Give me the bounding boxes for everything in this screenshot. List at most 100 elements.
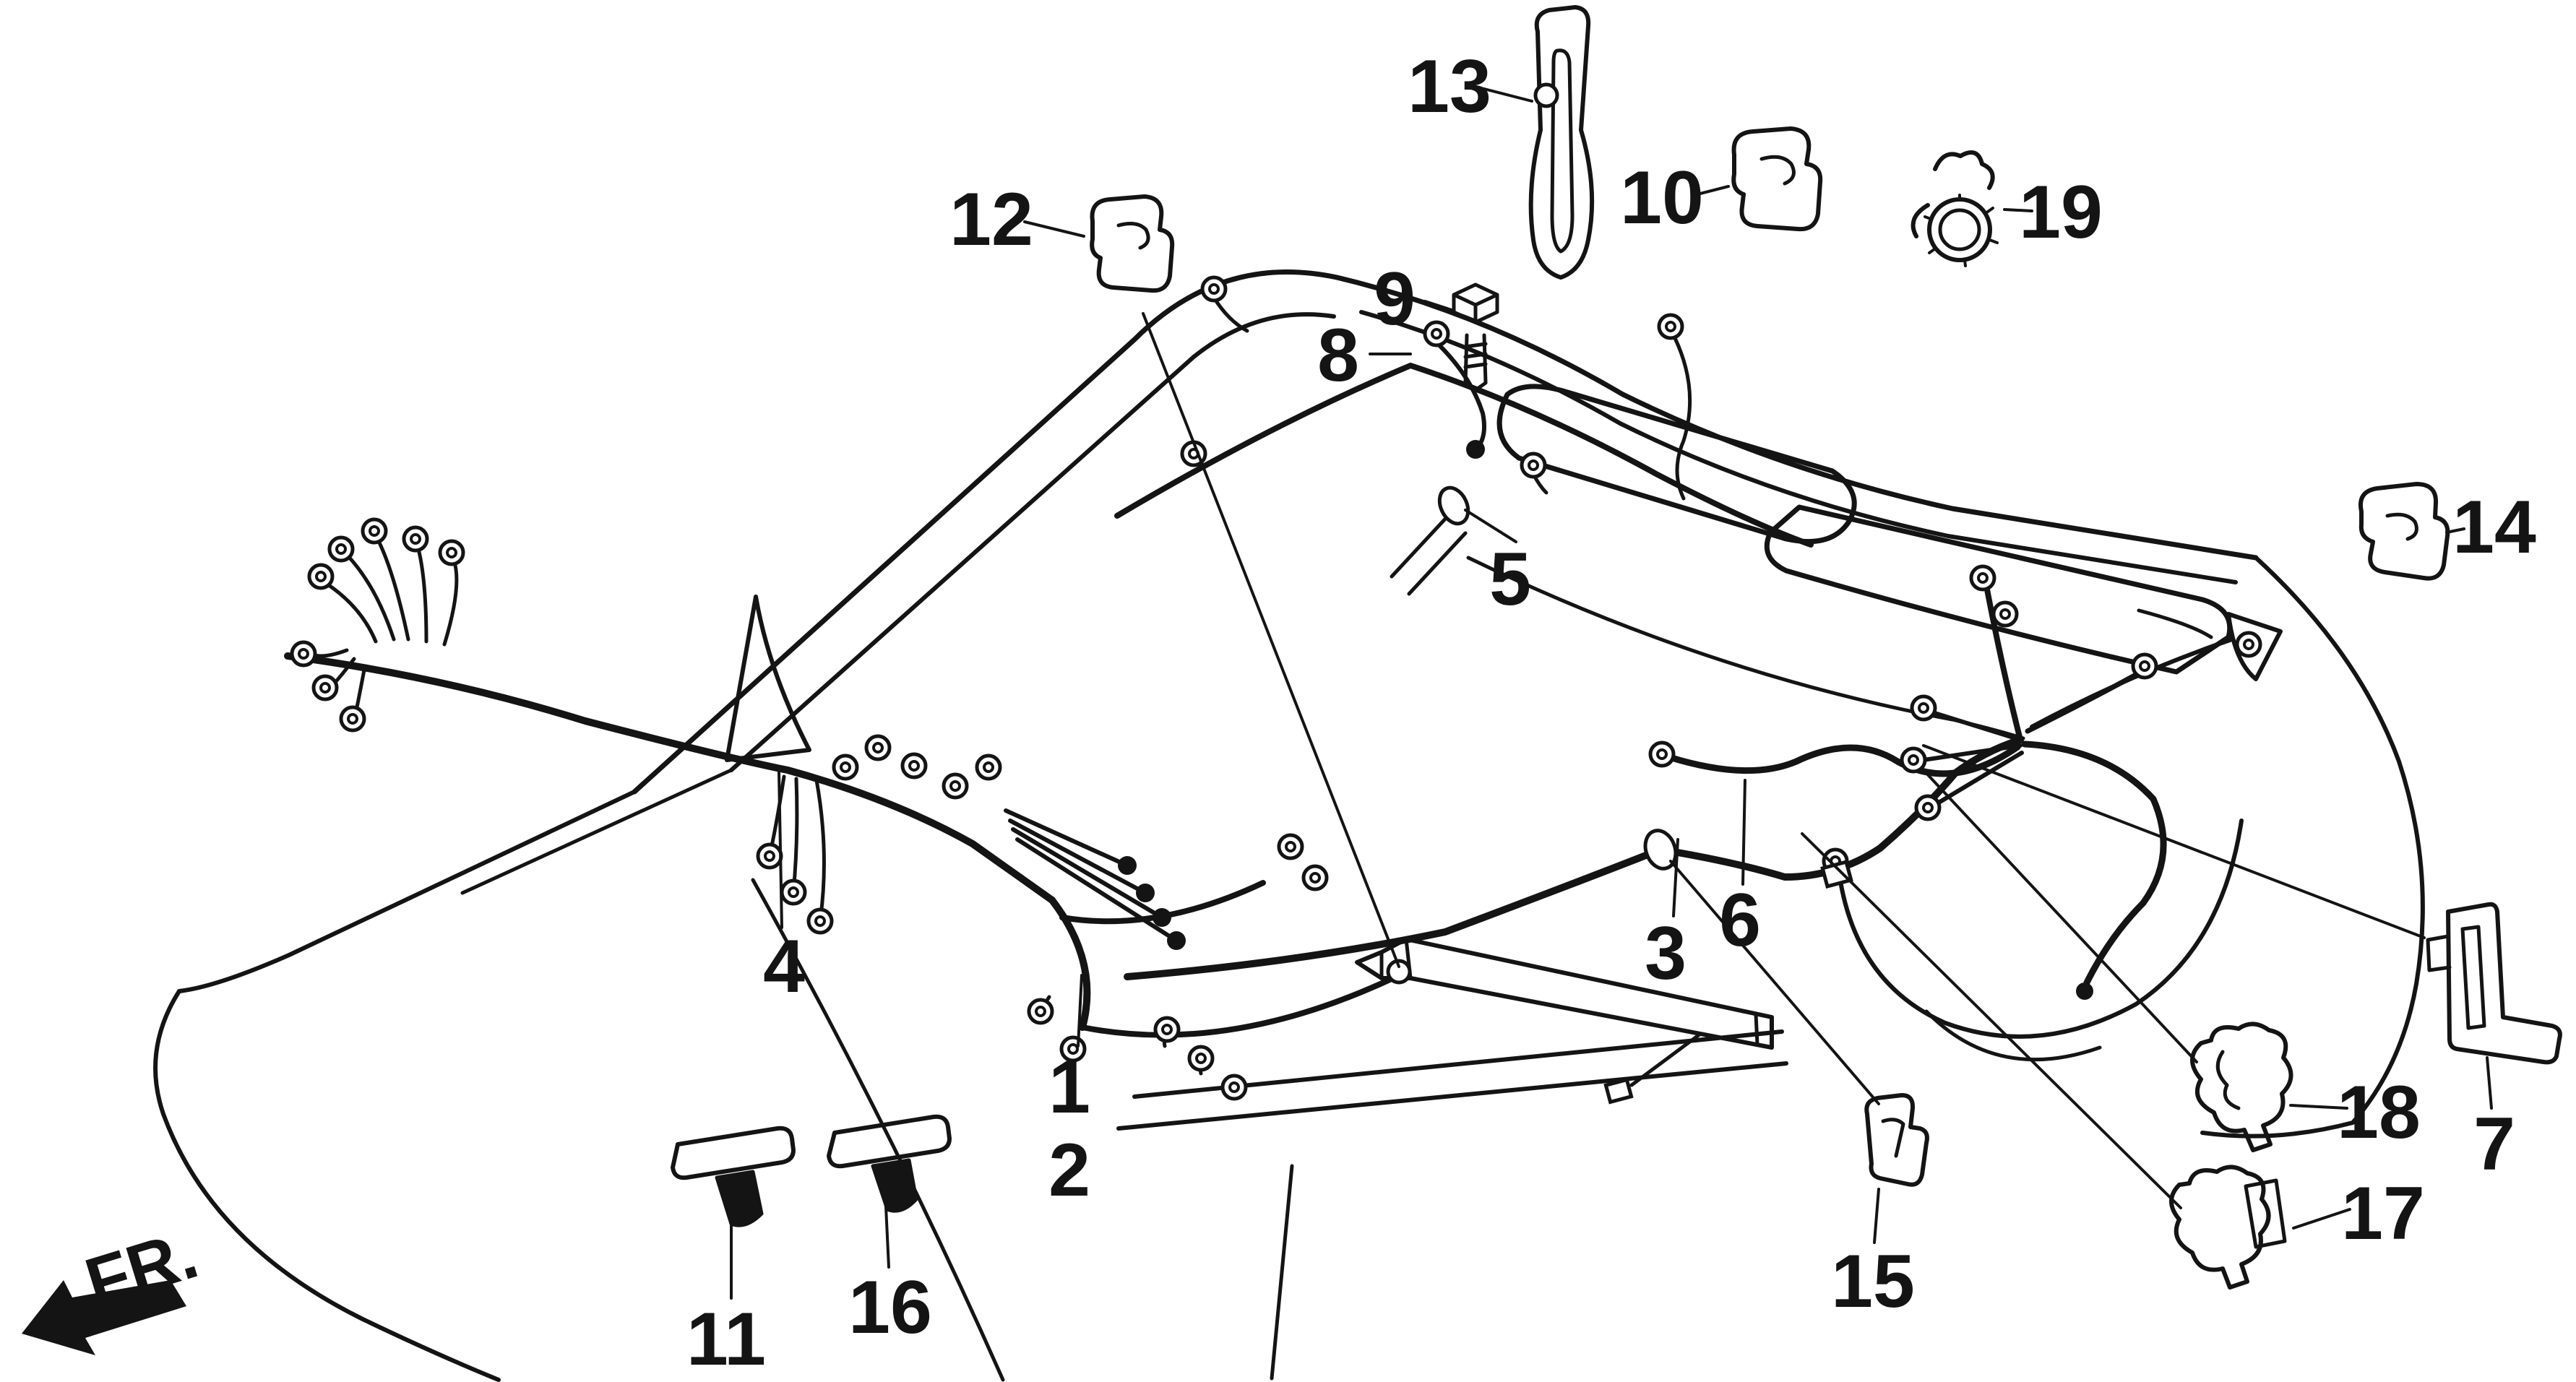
leader-line-18 xyxy=(1921,767,2198,1063)
part18-clamp-inner xyxy=(2215,1050,2241,1110)
connector-ring-icon xyxy=(1991,600,2019,628)
connector-dot-icon xyxy=(2076,982,2093,1000)
connector-ring-icon xyxy=(361,517,388,545)
connector-ring-icon xyxy=(290,640,317,668)
harness4-stem xyxy=(375,536,410,642)
connector-ring-inner-icon xyxy=(315,571,327,582)
connector-ring-icon xyxy=(1187,1045,1215,1072)
leader-line-17 xyxy=(2292,1208,2351,1230)
connector-ring-inner-icon xyxy=(788,886,799,898)
callout-label-19: 19 xyxy=(2019,170,2103,254)
leader-line-16 xyxy=(884,1205,890,1269)
connector-dot-icon xyxy=(1167,931,1186,950)
cowl-line xyxy=(460,768,733,895)
connector-ring-icon xyxy=(1027,998,1054,1025)
leader-line-4 xyxy=(777,770,783,929)
part13-strap-outer xyxy=(1528,5,1595,280)
sunroof-drain-line-a xyxy=(1390,514,1450,579)
connector-ring-inner-icon xyxy=(298,648,309,660)
harness4-main xyxy=(284,652,1056,904)
connector-dot-icon xyxy=(1466,440,1485,459)
connector-ring-icon xyxy=(307,563,335,590)
rocker-line-b xyxy=(1116,1061,1788,1131)
connector-square-icon xyxy=(1820,859,1853,889)
connector-ring-icon xyxy=(864,734,892,761)
leader-line-15 xyxy=(1873,1188,1880,1244)
sunroof-drain-line-b xyxy=(1407,531,1468,596)
callout-label-8: 8 xyxy=(1317,314,1359,397)
part19-grommet-outer xyxy=(1927,197,1992,262)
connector-ring-inner-icon xyxy=(1161,1024,1173,1035)
connector-ring-inner-icon xyxy=(1922,802,1934,813)
harness4-stem xyxy=(324,582,378,644)
connector-ring-inner-icon xyxy=(1035,1006,1046,1017)
harness4-stem xyxy=(310,648,349,658)
part19-tab xyxy=(1911,203,1930,238)
eyelet-icon xyxy=(1437,485,1470,526)
connector-square-icon xyxy=(1603,1077,1634,1105)
connector-ring-inner-icon xyxy=(347,713,358,725)
callout-label-11: 11 xyxy=(686,1297,766,1381)
leader-line-7 xyxy=(1922,744,2426,939)
connector-ring-inner-icon xyxy=(1665,321,1676,332)
part9-bolt-head xyxy=(1452,282,1499,324)
connector-ring-icon xyxy=(402,525,429,553)
callout-label-14: 14 xyxy=(2452,485,2536,569)
connector-ring-inner-icon xyxy=(1656,748,1668,760)
part17-plate xyxy=(2244,1178,2287,1249)
callout-label-18: 18 xyxy=(2337,1071,2421,1154)
part16-base xyxy=(871,1158,918,1213)
connector-ring-inner-icon xyxy=(2243,639,2254,650)
sill-garnish-bar xyxy=(1355,937,1774,1050)
fr-label: FR. xyxy=(77,1215,206,1322)
connector-ring-icon xyxy=(311,674,339,701)
part18-clamp xyxy=(2190,1022,2293,1152)
leader-line-14 xyxy=(2445,527,2465,534)
part10-clip xyxy=(1731,126,1823,232)
part13-strap-slot xyxy=(1550,48,1575,254)
callout-label-1: 1 xyxy=(1048,1045,1090,1129)
sill-garnish-inner xyxy=(1379,937,1759,1047)
harness3-main xyxy=(1124,736,2024,980)
part7-slot xyxy=(2460,925,2486,1030)
leader-line-19 xyxy=(2003,208,2033,212)
callout-label-7: 7 xyxy=(2473,1102,2515,1186)
leader-line-6 xyxy=(1741,779,1746,886)
connector-ring-inner-icon xyxy=(908,760,920,772)
connector-ring-inner-icon xyxy=(1908,754,1919,766)
part13-strap-hole xyxy=(1533,82,1559,108)
connector-ring-inner-icon xyxy=(1528,459,1539,471)
part19-grommet-inner xyxy=(1938,208,1981,251)
leader-line-12 xyxy=(1023,220,1085,238)
harness1-sill-run xyxy=(1080,974,1399,1038)
connector-ring-inner-icon xyxy=(1309,872,1321,884)
roof-side-rail xyxy=(1466,556,2025,740)
part12-clip xyxy=(1090,194,1175,293)
part7-bracket xyxy=(2446,902,2562,1065)
part17-clamp xyxy=(2169,1165,2271,1290)
connector-ring-inner-icon xyxy=(1977,572,1989,584)
connector-ring-icon xyxy=(1900,746,1927,774)
connector-ring-inner-icon xyxy=(1208,283,1220,295)
c-pillar-window xyxy=(2226,612,2283,681)
callout-label-2: 2 xyxy=(1048,1128,1090,1212)
callout-label-3: 3 xyxy=(1645,912,1687,996)
wheel-inner xyxy=(1924,1009,2102,1062)
connector-ring-icon xyxy=(1969,564,1996,592)
part19-wings xyxy=(1933,150,1995,190)
connector-ring-icon xyxy=(1153,1016,1181,1043)
connector-ring-inner-icon xyxy=(983,761,994,773)
hood-edge xyxy=(177,790,637,993)
leader-line-7 xyxy=(2486,1056,2493,1110)
mirror-triangle xyxy=(725,595,811,762)
connector-ring-inner-icon xyxy=(319,682,331,694)
connector-ring-inner-icon xyxy=(1067,1043,1079,1055)
part15-clip-inner xyxy=(1881,1118,1905,1158)
connector-dot-icon xyxy=(1118,856,1137,875)
connector-ring-icon xyxy=(1657,313,1684,340)
leader-line-3 xyxy=(1672,838,1679,917)
part9-bolt-shank xyxy=(1463,333,1488,392)
connector-ring-inner-icon xyxy=(814,915,826,927)
